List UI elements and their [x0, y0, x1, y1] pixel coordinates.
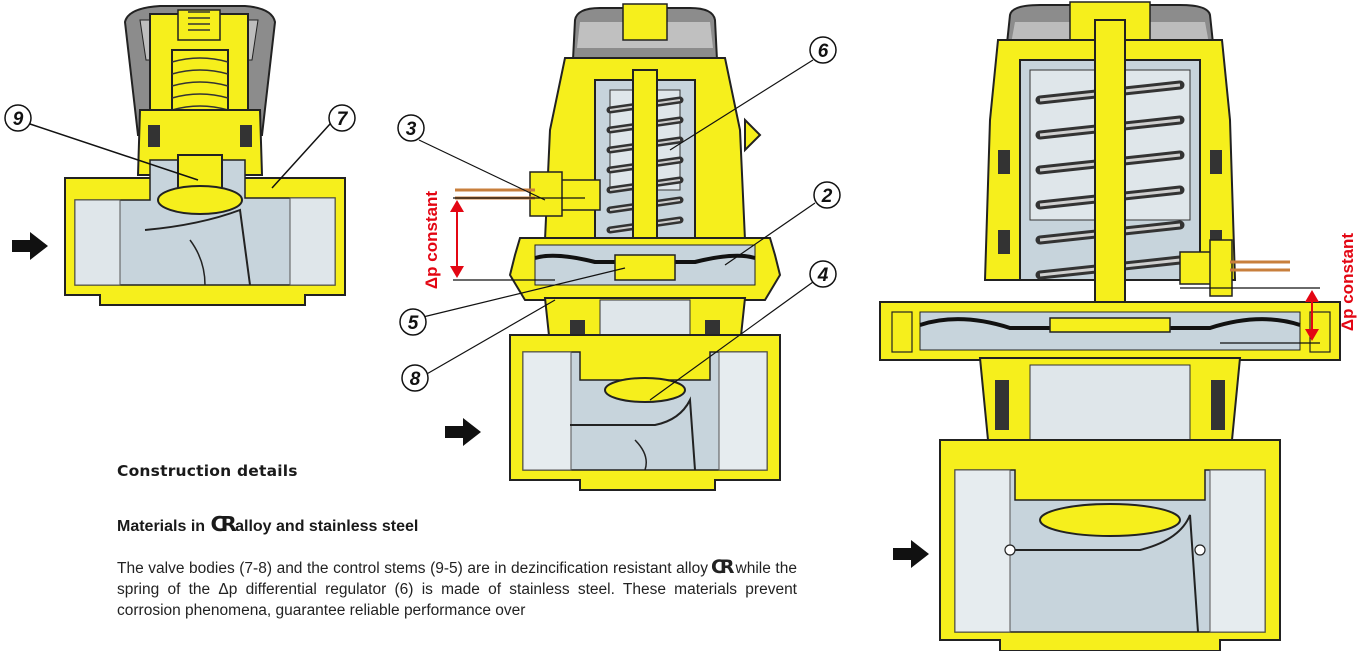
cr-logo-icon: CR [210, 512, 237, 536]
materials-body-part1: The valve bodies (7-8) and the control s… [117, 560, 708, 577]
callout-7: 7 [337, 109, 349, 130]
callout-6: 6 [818, 41, 829, 62]
callout-3: 3 [406, 119, 417, 140]
materials-heading: Materials in CR alloy and stainless stee… [117, 512, 418, 536]
flow-arrow-icon [12, 232, 48, 260]
flow-arrow-icon [893, 540, 929, 568]
dp-constant-label: Δp constant [422, 191, 441, 290]
callout-4: 4 [817, 265, 829, 286]
callout-2: 2 [821, 186, 833, 207]
middle-valve-figure: Δp constant 3 6 2 5 4 8 [397, 3, 841, 491]
callout-8: 8 [410, 369, 421, 390]
materials-body: The valve bodies (7-8) and the control s… [117, 557, 797, 621]
callout-5: 5 [408, 313, 419, 334]
materials-heading-before: Materials in [117, 518, 206, 535]
flow-arrow-icon [445, 418, 481, 446]
cr-logo-icon: CR [710, 556, 734, 578]
materials-heading-after: alloy and stainless steel [235, 518, 419, 535]
right-valve-figure: Δp constant [879, 1, 1357, 651]
callout-9: 9 [13, 109, 24, 130]
materials-body-part2: while the spring of the Δp differential … [117, 560, 797, 619]
section-title: Construction details [117, 462, 298, 480]
left-valve-figure: 9 7 [4, 5, 356, 306]
dp-constant-label-right: Δp constant [1338, 233, 1357, 332]
